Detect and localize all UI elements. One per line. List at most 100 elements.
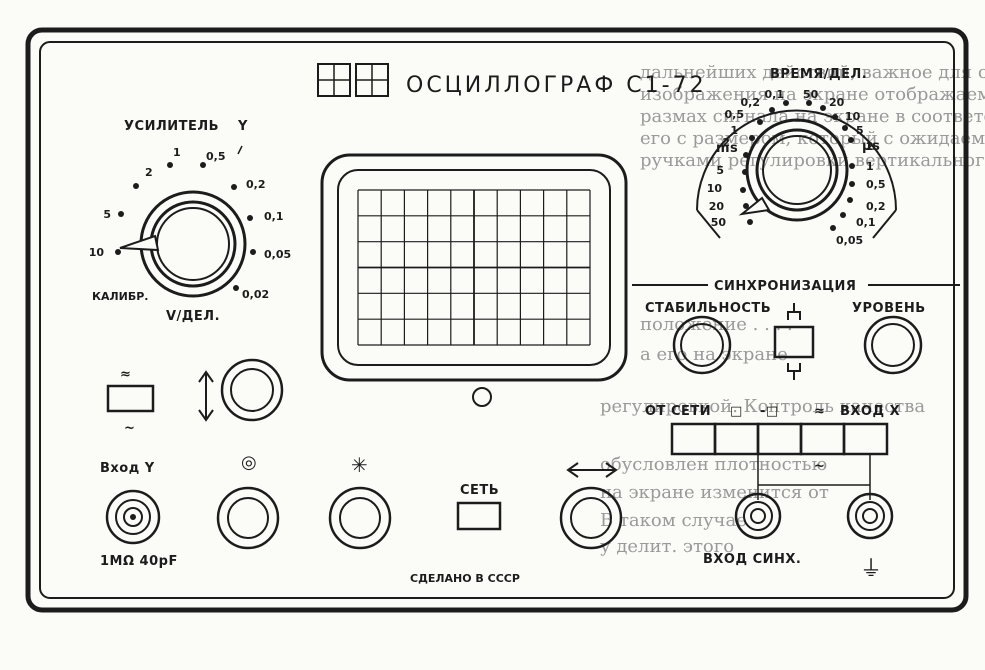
screen-graticule: [357, 189, 591, 346]
time-tick-dot: [847, 197, 853, 203]
sync-mode-label-mains: ОТ СЕТИ: [645, 404, 711, 419]
time-tick-label-us: 5: [856, 124, 864, 137]
sync-mode-label-pulse-pos: □: [730, 404, 743, 419]
sync-mode-label-ac: ≈: [814, 404, 825, 419]
sync-mode-label-pulse-neg: -□: [760, 404, 779, 419]
time-tick-dot: [830, 225, 836, 231]
power-button[interactable]: [456, 501, 502, 531]
volts-tick-label: 10: [89, 246, 105, 259]
horizontal-position-knob[interactable]: [559, 486, 623, 550]
made-in-label: СДЕЛАНО В СССР: [410, 572, 520, 585]
sync-mode-pulse-neg-button[interactable]: [756, 422, 803, 456]
volts-knob-pointer: [119, 234, 160, 252]
bg-text-line: В таком случае: [600, 510, 747, 531]
bottom-controls: Вход Y 1MΩ 40pF ◎ ✳ СЕТЬ СДЕЛАНО В СССР: [100, 452, 623, 585]
crt-screen: [320, 153, 628, 407]
level-knob[interactable]: [863, 315, 923, 375]
sync-mode-mains-button[interactable]: [670, 422, 717, 456]
volts-tick-label: 0,02: [242, 288, 269, 301]
volts-tick-dot: [250, 249, 256, 255]
volts-tick-dot: [118, 211, 124, 217]
volts-tick-label: 0,1: [264, 210, 284, 223]
input-y-connector[interactable]: [105, 489, 161, 545]
time-tick-label-us: 2: [866, 140, 874, 153]
bg-text-line: ручками регулировки вертикального фокуса: [640, 150, 985, 171]
time-tick-label-ms: 50: [711, 216, 727, 229]
pulse-negative-icon: [787, 363, 801, 372]
sync-mode-label-input-x: ВХОД X: [840, 404, 900, 419]
time-tick-label-us: 0,1: [856, 216, 876, 229]
time-tick-dot: [740, 187, 746, 193]
input-coupling-switch[interactable]: [106, 384, 155, 413]
horizontal-position-icon: [566, 462, 618, 478]
vertical-controls: ≈ ~: [106, 358, 284, 436]
amplifier-label: УСИЛИТЕЛЬ: [124, 119, 219, 134]
bg-text-line: размах сигнала на экране в соответствии: [640, 106, 985, 127]
input-y-spec: 1MΩ 40pF: [100, 554, 178, 569]
coupling-ac-dc-symbol: ≈: [120, 367, 131, 382]
focus-knob[interactable]: [216, 486, 280, 550]
title-block: ОСЦИЛЛОГРАФ С1-72: [317, 63, 707, 98]
volts-tick-dot: [167, 162, 173, 168]
time-tick-label-ms: 5: [716, 164, 724, 177]
volts-tick-label: 0,5: [206, 150, 226, 163]
input-y-label: Вход Y: [100, 461, 155, 476]
time-knob-pointer: [738, 196, 771, 216]
stability-knob[interactable]: [672, 315, 732, 375]
time-tick-dot: [849, 181, 855, 187]
volts-tick-label: 0,05: [264, 248, 291, 261]
calibration-label: КАЛИБР.: [92, 290, 148, 303]
bg-text-line: регулировкой. Контроль качества: [600, 396, 925, 417]
amplifier-symbol: Y: [237, 119, 248, 134]
vertical-position-icon: [198, 370, 214, 422]
sync-mode-ac-button[interactable]: [799, 422, 846, 456]
time-tick-dot: [842, 125, 848, 131]
focus-icon: ◎: [241, 452, 257, 473]
level-label: УРОВЕНЬ: [852, 301, 926, 316]
time-tick-label-us: 1: [866, 160, 874, 173]
brightness-icon: ✳: [351, 453, 368, 477]
time-tick-dot: [820, 105, 826, 111]
time-tick-dot: [848, 137, 854, 143]
time-tick-dot: [849, 163, 855, 169]
time-tick-label-us: 0,05: [836, 234, 863, 247]
ms-label: ms: [716, 141, 738, 156]
ground-connector[interactable]: [846, 492, 894, 540]
time-per-div-knob[interactable]: [738, 118, 849, 222]
time-tick-dot: [743, 203, 749, 209]
time-per-div-label: ВРЕМЯ/ДЕЛ.: [770, 67, 867, 82]
time-tick-label-ms: 10: [707, 182, 723, 195]
time-tick-dot: [757, 119, 763, 125]
stability-label: СТАБИЛЬНОСТЬ: [645, 301, 771, 316]
volts-tick-dot: [115, 249, 121, 255]
sync-mode-input-x-button[interactable]: [842, 422, 889, 456]
volts-tick-dot: [247, 215, 253, 221]
time-tick-label-ms: 0,5: [725, 108, 745, 121]
sync-input-connector[interactable]: [734, 492, 782, 540]
volts-tick-label: 1: [173, 146, 181, 159]
bg-text-line: изображения на экране отображаемой связь: [640, 84, 985, 105]
screen-indicator: [472, 387, 492, 407]
sync-mode-pulse-pos-button[interactable]: [713, 422, 760, 456]
brightness-knob[interactable]: [328, 486, 392, 550]
time-tick-dot: [747, 219, 753, 225]
power-label: СЕТЬ: [460, 483, 499, 498]
time-tick-label-us: 0,2: [866, 200, 886, 213]
vertical-position-knob[interactable]: [220, 358, 284, 422]
volts-tick-label: 0,2: [246, 178, 266, 191]
us-label: µs: [862, 139, 880, 154]
volts-per-div-knob[interactable]: [119, 190, 247, 298]
sync-polarity-switch[interactable]: [773, 303, 815, 380]
sync-mode-button-row: [670, 422, 889, 456]
bg-text-line: у делит. этого: [600, 536, 734, 557]
time-tick-label-us: 0,5: [866, 178, 886, 191]
time-tick-dot: [832, 114, 838, 120]
time-tick-dot: [749, 135, 755, 141]
time-tick-label-us: 20: [829, 96, 845, 109]
time-tick-label-ms: 0,2: [741, 96, 761, 109]
panel-title: ОСЦИЛЛОГРАФ С1-72: [406, 73, 707, 98]
